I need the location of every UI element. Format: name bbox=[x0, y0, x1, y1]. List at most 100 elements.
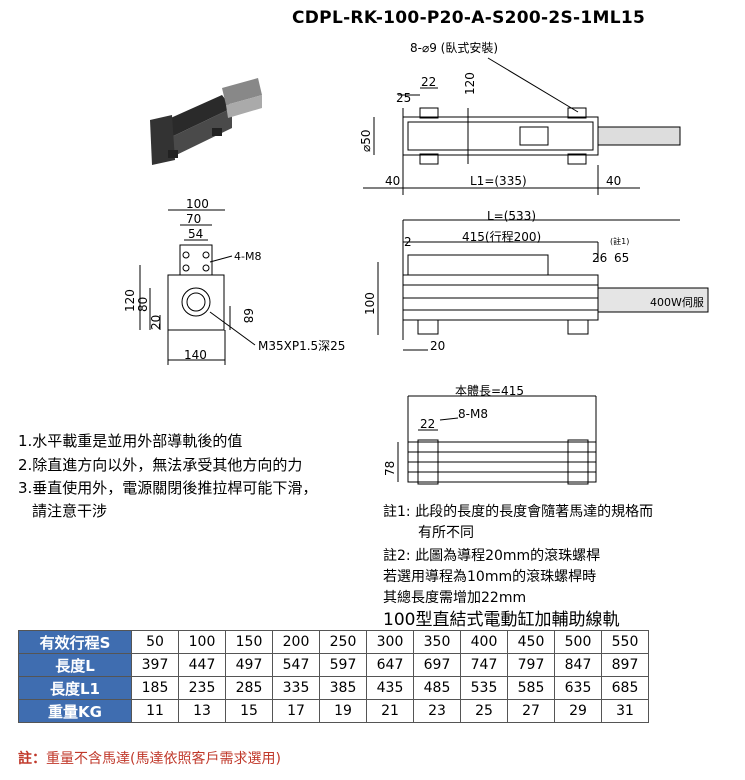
side-view bbox=[377, 219, 709, 351]
note1-tag: (註1) bbox=[610, 236, 629, 246]
table-cell: 17 bbox=[272, 699, 320, 723]
dim-40-left: 40 bbox=[385, 174, 400, 188]
footnote-2-line2: 若選用導程為10mm的滾珠螺桿時 bbox=[383, 569, 597, 585]
table-cell: 285 bbox=[225, 676, 273, 700]
table-cell: 500 bbox=[554, 630, 602, 654]
bottom-dim-78: 78 bbox=[383, 461, 397, 476]
table-cell: 25 bbox=[460, 699, 508, 723]
table-cell: 11 bbox=[131, 699, 179, 723]
end-dim-68: 68 bbox=[241, 308, 255, 323]
table-cell: 897 bbox=[601, 653, 649, 677]
footnote-1: 註1: 此段的長度的長度會隨著馬達的規格而 bbox=[383, 504, 654, 520]
table-cell: 397 bbox=[131, 653, 179, 677]
dim-20-side: 20 bbox=[430, 339, 445, 353]
product-caption: 100型直結式電動缸加輔助線軌 bbox=[383, 610, 620, 630]
end-dim-100: 100 bbox=[186, 197, 209, 211]
dim-26: 26 bbox=[592, 251, 607, 265]
table-cell: 435 bbox=[366, 676, 414, 700]
footnote-1-cont: 有所不同 bbox=[418, 525, 474, 541]
table-cell: 847 bbox=[554, 653, 602, 677]
table-cell: 535 bbox=[460, 676, 508, 700]
dim-L1: L1=(335) bbox=[470, 174, 527, 188]
table-cell: 635 bbox=[554, 676, 602, 700]
table-cell: 50 bbox=[131, 630, 179, 654]
row-header: 長度L bbox=[18, 653, 132, 677]
table-cell: 200 bbox=[272, 630, 320, 654]
table-cell: 797 bbox=[507, 653, 555, 677]
footnote-2: 註2: 此圖為導程20mm的滾珠螺桿 bbox=[383, 548, 601, 564]
footer-prefix: 註： bbox=[18, 751, 46, 767]
table-cell: 19 bbox=[319, 699, 367, 723]
dim-40-right: 40 bbox=[606, 174, 621, 188]
dim-120: 120 bbox=[463, 72, 477, 95]
table-cell: 450 bbox=[507, 630, 555, 654]
product-3d-view bbox=[150, 78, 262, 165]
table-cell: 150 bbox=[225, 630, 273, 654]
mount-hole-label: 8-⌀9 (臥式安裝) bbox=[410, 40, 498, 55]
table-cell: 697 bbox=[413, 653, 461, 677]
dim-22: 22 bbox=[421, 75, 436, 89]
table-cell: 185 bbox=[131, 676, 179, 700]
bottom-dim-22: 22 bbox=[420, 417, 435, 431]
end-dim-m35: M35XP1.5深25 bbox=[258, 339, 345, 353]
table-cell: 647 bbox=[366, 653, 414, 677]
drawing-title: CDPL-RK-100-P20-A-S200-2S-1ML15 bbox=[292, 8, 646, 28]
table-cell: 685 bbox=[601, 676, 649, 700]
end-view bbox=[139, 209, 256, 365]
table-cell: 300 bbox=[366, 630, 414, 654]
table-cell: 27 bbox=[507, 699, 555, 723]
table-cell: 547 bbox=[272, 653, 320, 677]
end-dim-20: 20 bbox=[149, 315, 163, 330]
note-3: 3.垂直使用外，電源關閉後推拉桿可能下滑， bbox=[18, 479, 318, 497]
table-cell: 350 bbox=[413, 630, 461, 654]
dim-65: 65 bbox=[614, 251, 629, 265]
table-cell: 250 bbox=[319, 630, 367, 654]
end-dim-70: 70 bbox=[186, 212, 201, 226]
table-cell: 15 bbox=[225, 699, 273, 723]
footnote-2-line3: 其總長度需增加22mm bbox=[383, 590, 527, 606]
table-cell: 497 bbox=[225, 653, 273, 677]
top-view bbox=[363, 57, 681, 195]
table-cell: 385 bbox=[319, 676, 367, 700]
dim-L: L=(533) bbox=[487, 209, 536, 223]
table-cell: 485 bbox=[413, 676, 461, 700]
end-dim-120: 120 bbox=[123, 289, 137, 312]
table-cell: 747 bbox=[460, 653, 508, 677]
end-dim-80: 80 bbox=[136, 297, 150, 312]
table-cell: 23 bbox=[413, 699, 461, 723]
table-cell: 13 bbox=[178, 699, 226, 723]
dim-415-stroke: 415(行程200) bbox=[462, 229, 541, 244]
table-cell: 597 bbox=[319, 653, 367, 677]
row-header: 重量KG bbox=[18, 699, 132, 723]
table-cell: 335 bbox=[272, 676, 320, 700]
table-cell: 585 bbox=[507, 676, 555, 700]
end-dim-4m8: 4-M8 bbox=[234, 250, 261, 263]
bottom-view bbox=[397, 395, 597, 485]
dim-100-side: 100 bbox=[363, 292, 377, 315]
table-cell: 31 bbox=[601, 699, 649, 723]
footer-text: 重量不含馬達(馬達依照客戶需求選用) bbox=[46, 751, 281, 767]
table-cell: 100 bbox=[178, 630, 226, 654]
row-header: 長度L1 bbox=[18, 676, 132, 700]
note-1: 1.水平載重是並用外部導軌後的值 bbox=[18, 432, 243, 450]
note-3-cont: 請注意干涉 bbox=[32, 502, 108, 520]
table-cell: 550 bbox=[601, 630, 649, 654]
end-dim-140: 140 bbox=[184, 348, 207, 362]
table-cell: 29 bbox=[554, 699, 602, 723]
technical-drawing: 8-⌀9 (臥式安裝) 25 22 120 ⌀50 40 L1=(335) 40… bbox=[123, 40, 709, 485]
note-2: 2.除直進方向以外，無法承受其他方向的力 bbox=[18, 456, 303, 474]
dim-2: 2 bbox=[404, 235, 412, 249]
table-cell: 235 bbox=[178, 676, 226, 700]
table-cell: 21 bbox=[366, 699, 414, 723]
end-dim-54: 54 bbox=[188, 227, 203, 241]
dim-phi50: ⌀50 bbox=[359, 130, 373, 153]
motor-label: 400W伺服 bbox=[650, 296, 704, 309]
bottom-dim-8m8: 8-M8 bbox=[458, 407, 488, 421]
table-cell: 400 bbox=[460, 630, 508, 654]
weight-footnote: 註：重量不含馬達(馬達依照客戶需求選用) bbox=[18, 748, 281, 768]
